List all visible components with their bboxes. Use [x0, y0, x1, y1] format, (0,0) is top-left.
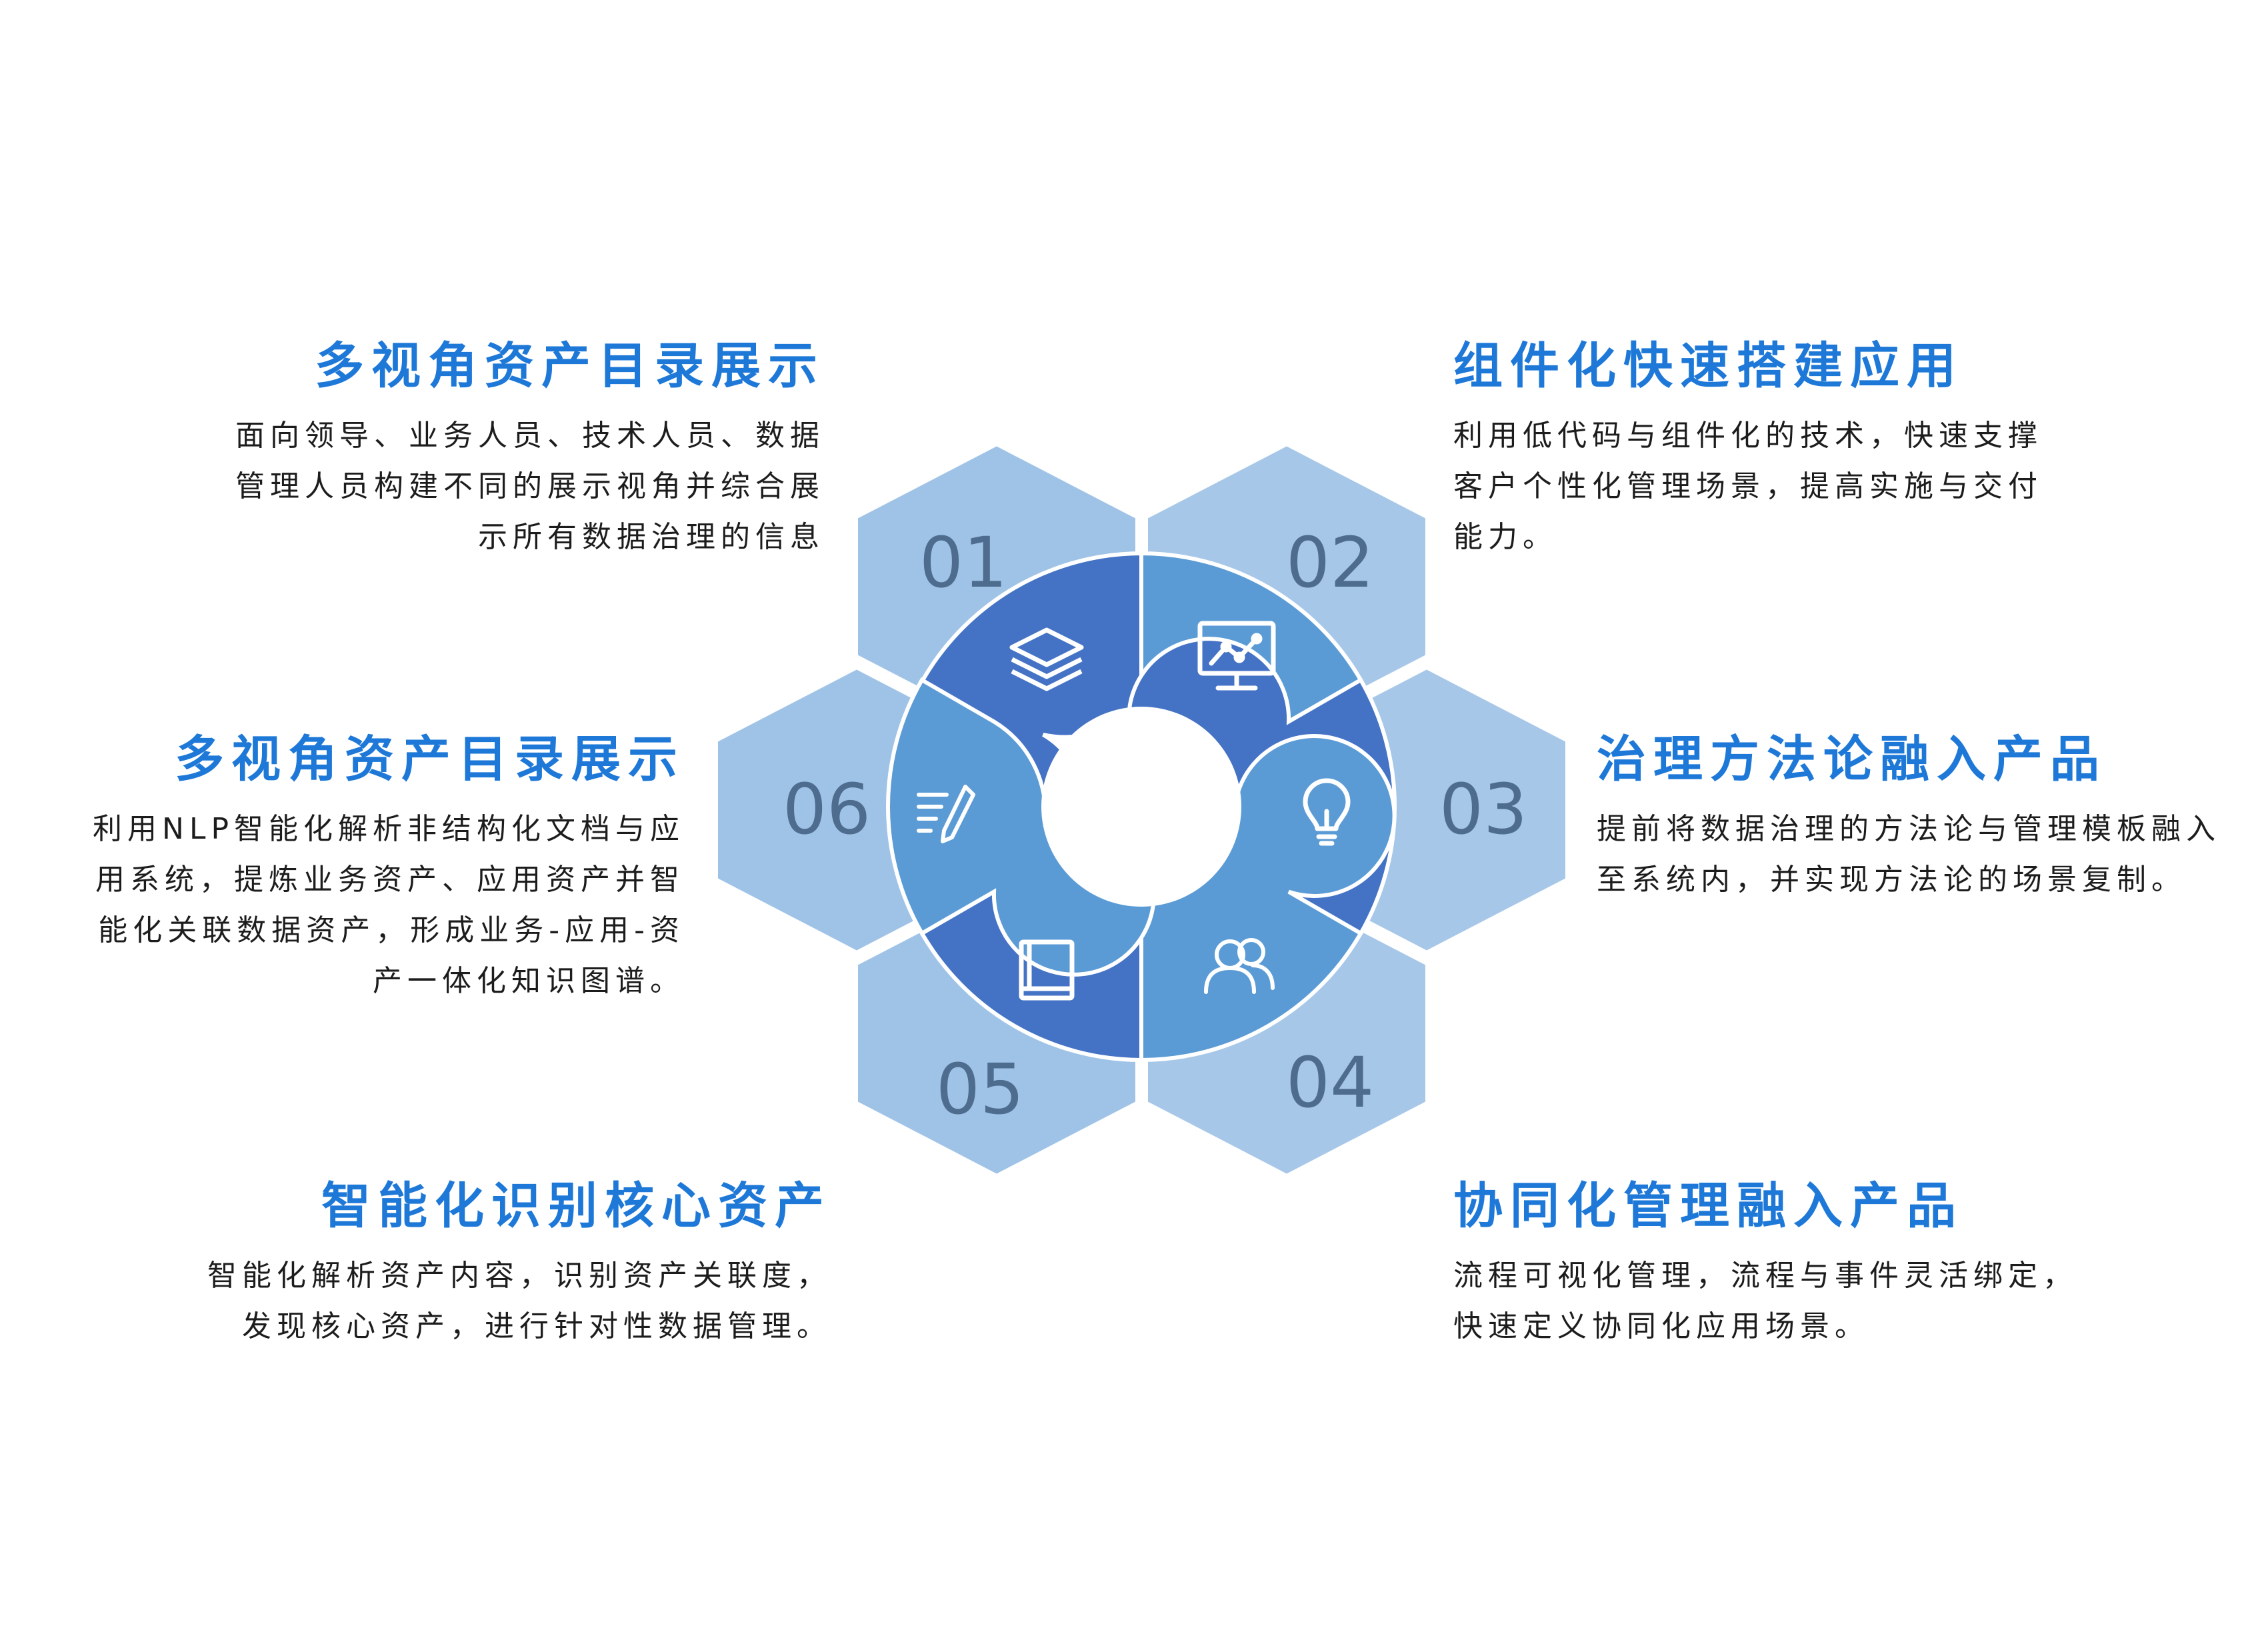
- feature-3-line: 至系统内，并实现方法论的场景复制。: [1597, 862, 2186, 897]
- feature-1-title: 多视角资产目录展示: [315, 337, 825, 395]
- feature-6-description: 利用NLP智能化解析非结构化文档与应 用系统，提炼业务资产、应用资产并智 能化关…: [93, 804, 685, 1007]
- feature-2-line: 利用低代码与组件化的技术，快速支撑: [1453, 418, 2043, 453]
- feature-3-title: 治理方法论融入产品: [1597, 731, 2107, 788]
- hexagon-number-06: 06: [783, 769, 871, 850]
- users-icon: [1204, 938, 1275, 994]
- feature-5-line: 智能化解析资产内容，识别资产关联度，: [207, 1258, 831, 1293]
- feature-4-title: 协同化管理融入产品: [1453, 1177, 1963, 1235]
- feature-1-line: 管理人员构建不同的展示视角并综合展: [235, 469, 825, 503]
- feature-6-line: 产一体化知识图谱。: [373, 963, 685, 998]
- pen-notes-icon: [917, 785, 975, 843]
- feature-6-line: 利用NLP智能化解析非结构化文档与应: [93, 811, 685, 846]
- feature-6-line: 能化关联数据资产，形成业务-应用-资: [98, 913, 685, 947]
- lightbulb-icon: [1303, 778, 1351, 846]
- feature-2-description: 利用低代码与组件化的技术，快速支撑 客户个性化管理场景，提高实施与交付 能力。: [1453, 411, 2043, 563]
- feature-3: 治理方法论融入产品 提前将数据治理的方法论与管理模板融入 至系统内，并实现方法论…: [1597, 730, 2221, 905]
- feature-5-description: 智能化解析资产内容，识别资产关联度， 发现核心资产，进行针对性数据管理。: [207, 1251, 831, 1352]
- feature-1-description: 面向领导、业务人员、技术人员、数据 管理人员构建不同的展示视角并综合展 示所有数…: [235, 411, 825, 563]
- feature-2-title: 组件化快速搭建应用: [1453, 337, 1963, 395]
- hexagon-number-02: 02: [1286, 522, 1374, 603]
- hexagon-number-05: 05: [936, 1049, 1024, 1130]
- hexagon-number-03: 03: [1439, 769, 1527, 850]
- hexagon-number-04: 04: [1286, 1042, 1374, 1123]
- feature-1-line: 示所有数据治理的信息: [478, 519, 825, 554]
- feature-6-line: 用系统，提炼业务资产、应用资产并智: [95, 862, 685, 897]
- feature-6-title: 多视角资产目录展示: [175, 731, 685, 788]
- monitor-chart-icon: [1197, 621, 1276, 691]
- feature-5: 智能化识别核心资产 智能化解析资产内容，识别资产关联度， 发现核心资产，进行针对…: [207, 1177, 831, 1352]
- feature-4: 协同化管理融入产品 流程可视化管理，流程与事件灵活绑定， 快速定义协同化应用场景…: [1453, 1177, 2077, 1352]
- feature-3-description: 提前将数据治理的方法论与管理模板融入 至系统内，并实现方法论的场景复制。: [1597, 804, 2221, 905]
- layers-icon: [1009, 627, 1084, 691]
- book-icon: [1019, 939, 1075, 1001]
- feature-4-line: 快速定义协同化应用场景。: [1453, 1309, 1869, 1343]
- feature-2-line: 能力。: [1453, 519, 1557, 554]
- center-hole: [1041, 707, 1241, 907]
- feature-1: 多视角资产目录展示 面向领导、业务人员、技术人员、数据 管理人员构建不同的展示视…: [235, 337, 825, 563]
- feature-5-line: 发现核心资产，进行针对性数据管理。: [242, 1309, 831, 1343]
- feature-2-line: 客户个性化管理场景，提高实施与交付: [1453, 469, 2043, 503]
- feature-3-line: 提前将数据治理的方法论与管理模板融入: [1597, 811, 2221, 846]
- feature-1-line: 面向领导、业务人员、技术人员、数据: [235, 418, 825, 453]
- feature-2: 组件化快速搭建应用 利用低代码与组件化的技术，快速支撑 客户个性化管理场景，提高…: [1453, 337, 2043, 563]
- feature-4-line: 流程可视化管理，流程与事件灵活绑定，: [1453, 1258, 2077, 1293]
- feature-4-description: 流程可视化管理，流程与事件灵活绑定， 快速定义协同化应用场景。: [1453, 1251, 2077, 1352]
- feature-5-title: 智能化识别核心资产: [321, 1177, 831, 1235]
- feature-6: 多视角资产目录展示 利用NLP智能化解析非结构化文档与应 用系统，提炼业务资产、…: [93, 730, 685, 1007]
- hexagon-number-01: 01: [919, 522, 1007, 603]
